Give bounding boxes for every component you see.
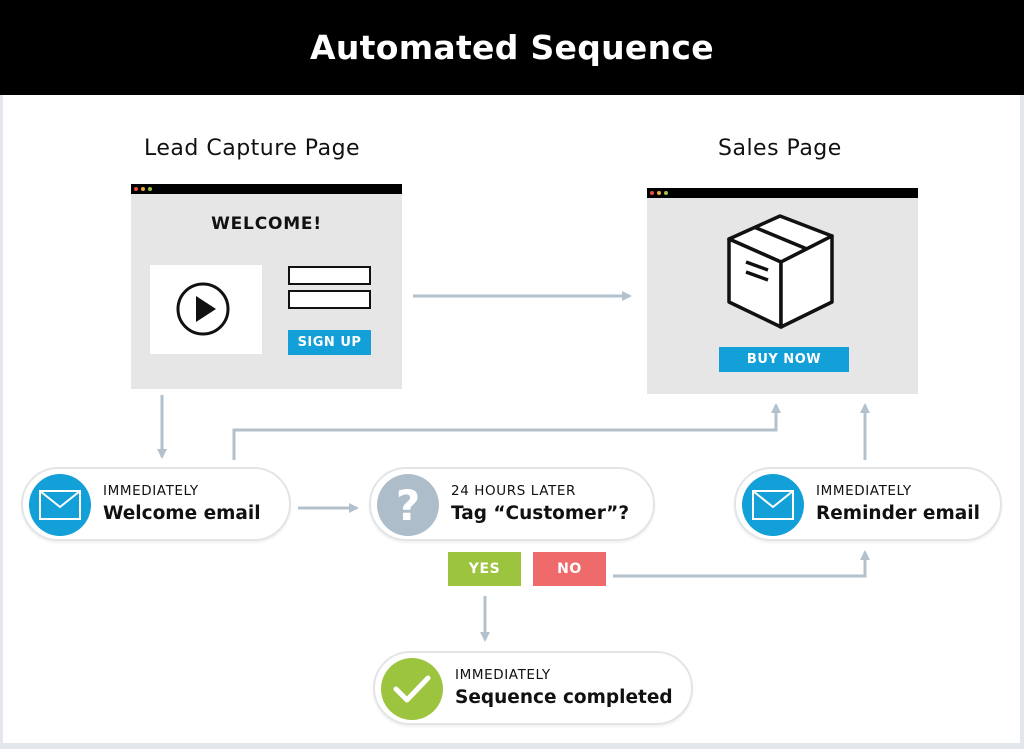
name-input[interactable] (288, 266, 371, 285)
step-timing: IMMEDIATELY (455, 667, 551, 683)
window-close-dot (650, 191, 654, 195)
window-maximize-dot (148, 187, 152, 191)
check-icon (381, 658, 443, 720)
buy-now-button[interactable]: BUY NOW (719, 347, 849, 372)
email-input[interactable] (288, 290, 371, 309)
envelope-icon (742, 474, 804, 536)
yes-branch[interactable]: YES (448, 552, 521, 586)
page-title: Automated Sequence (310, 28, 714, 67)
step-timing: IMMEDIATELY (816, 483, 912, 499)
box-icon (727, 214, 834, 329)
step-title: Reminder email (816, 503, 980, 524)
step-sequence-completed[interactable]: IMMEDIATELY Sequence completed (373, 651, 693, 725)
step-title: Welcome email (103, 503, 261, 524)
video-player[interactable] (150, 265, 262, 354)
sales-page-window: BUY NOW (647, 188, 918, 394)
step-timing: IMMEDIATELY (103, 483, 199, 499)
step-title: Sequence completed (455, 687, 673, 708)
step-timing: 24 HOURS LATER (451, 483, 576, 499)
lead-capture-window: WELCOME! SIGN UP (131, 184, 402, 389)
arrow-no-to-reminder (613, 550, 870, 578)
header-bar: Automated Sequence (0, 0, 1024, 95)
window-close-dot (134, 187, 138, 191)
sign-up-button[interactable]: SIGN UP (288, 330, 371, 355)
no-branch[interactable]: NO (533, 552, 606, 586)
sales-page-label: Sales Page (718, 136, 842, 161)
window-maximize-dot (664, 191, 668, 195)
step-title: Tag “Customer”? (451, 503, 630, 524)
envelope-icon (29, 474, 91, 536)
arrow-welcome-to-sales (232, 403, 781, 460)
lead-capture-label: Lead Capture Page (144, 136, 361, 161)
window-titlebar (647, 188, 918, 198)
step-reminder-email[interactable]: IMMEDIATELY Reminder email (734, 467, 1002, 541)
step-welcome-email[interactable]: IMMEDIATELY Welcome email (21, 467, 291, 541)
window-minimize-dot (657, 191, 661, 195)
question-icon: ? (377, 474, 439, 536)
step-tag-check[interactable]: ? 24 HOURS LATER Tag “Customer”? (369, 467, 655, 541)
window-minimize-dot (141, 187, 145, 191)
play-icon (176, 282, 230, 336)
window-titlebar (131, 184, 402, 194)
welcome-heading: WELCOME! (211, 214, 322, 234)
